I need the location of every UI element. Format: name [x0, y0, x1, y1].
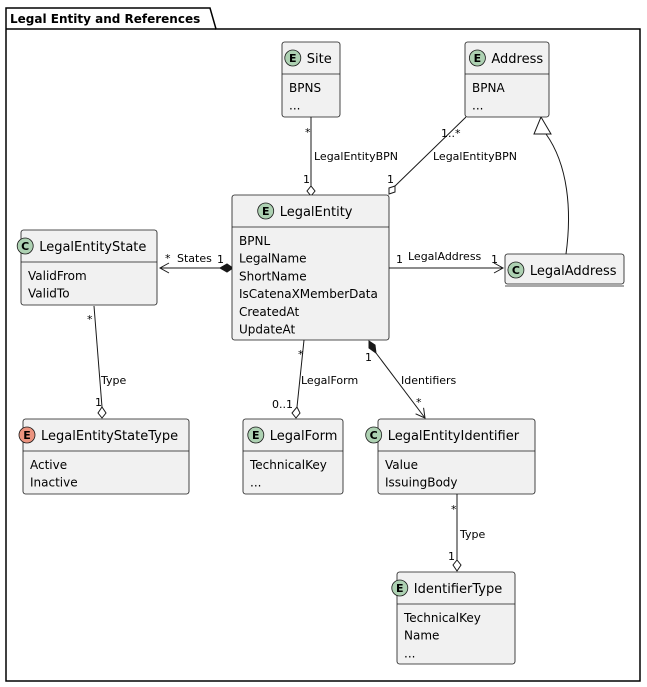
class-attribute: ...: [472, 99, 483, 113]
mult-site-end: *: [305, 126, 311, 139]
class-kind-letter: E: [23, 429, 31, 442]
class-name: LegalEntityIdentifier: [388, 429, 520, 444]
entity-badge-icon: E: [468, 49, 486, 67]
class-attribute: Active: [30, 458, 67, 472]
class-box-legal-form: E LegalFormTechnicalKey...: [242, 418, 344, 495]
class-kind-letter: C: [512, 264, 520, 277]
class-attribute: BPNL: [239, 234, 270, 248]
class-attribute: BPNA: [472, 81, 505, 95]
class-kind-letter: E: [396, 582, 404, 595]
class-name: Address: [491, 52, 543, 67]
class-badge-icon: C: [365, 426, 383, 444]
relation-address-legal-entity: 1..* 1 LegalEntityBPN: [387, 116, 517, 195]
class-attribute: ...: [289, 99, 300, 113]
relation-legal-entity-legal-address: 1 1 LegalAddress: [389, 250, 505, 274]
relation-site-legal-entity: * 1 LegalEntityBPN: [303, 117, 398, 197]
mult-legal-entity-end: 1: [303, 173, 310, 186]
enum-badge-icon: E: [18, 426, 36, 444]
class-box-identifier-type: E IdentifierTypeTechnicalKeyName...: [391, 571, 516, 665]
class-kind-letter: E: [474, 52, 482, 65]
generalization-triangle-icon: [533, 115, 552, 135]
mult-legal-entity-end: 1: [396, 253, 403, 266]
class-attribute: Value: [385, 458, 418, 472]
relation-legal-entity-states: 1 * States: [158, 252, 234, 274]
class-attribute: CreatedAt: [239, 305, 299, 319]
class-attribute: ValidFrom: [28, 269, 87, 283]
class-kind-letter: E: [289, 52, 297, 65]
class-name: LegalEntity: [280, 205, 353, 220]
class-attribute: LegalName: [239, 252, 307, 266]
mult-legal-entity-end: 1: [387, 173, 394, 186]
class-kind-letter: C: [370, 429, 378, 442]
mult-identifier-end: *: [451, 503, 457, 516]
entity-badge-icon: E: [391, 579, 409, 597]
mult-legal-entity-end: 1: [365, 351, 372, 364]
relation-label: LegalEntityBPN: [433, 150, 517, 163]
mult-legal-entity-end: 1: [217, 253, 224, 266]
class-attribute: BPNS: [289, 81, 321, 95]
class-attribute: ...: [404, 646, 415, 660]
class-name: LegalEntityStateType: [41, 429, 178, 444]
package-title: Legal Entity and References: [10, 12, 200, 26]
class-name: LegalForm: [270, 429, 338, 444]
class-badge-icon: C: [507, 261, 525, 279]
mult-address-end: 1..*: [441, 127, 461, 140]
class-attribute: IsCatenaXMemberData: [239, 287, 378, 301]
class-attribute: TechnicalKey: [403, 611, 481, 625]
class-kind-letter: E: [252, 429, 260, 442]
mult-type-end: 1: [448, 550, 455, 563]
relation-label: LegalAddress: [408, 250, 482, 263]
mult-type-end: 1: [95, 396, 102, 409]
class-attribute: ...: [250, 476, 261, 490]
mult-legal-address-end: 1: [491, 253, 498, 266]
relation-legal-address-inherits-address: [533, 115, 569, 255]
class-kind-letter: E: [262, 205, 270, 218]
class-attribute: UpdateAt: [239, 323, 295, 337]
entity-badge-icon: E: [257, 202, 275, 220]
mult-legal-entity-end: *: [298, 348, 304, 361]
class-name: Site: [307, 52, 332, 67]
class-name: IdentifierType: [414, 582, 502, 597]
mult-identifier-end: *: [416, 396, 422, 409]
relation-legal-form: * 0..1 LegalForm: [272, 339, 358, 419]
relation-state-type: * 1 Type: [87, 305, 126, 419]
relation-label: LegalForm: [301, 374, 358, 387]
class-attribute: ShortName: [239, 269, 307, 283]
class-attribute: IssuingBody: [385, 476, 458, 490]
relation-label: Identifiers: [401, 374, 457, 387]
class-box-site: E SiteBPNS...: [281, 41, 341, 118]
entity-badge-icon: E: [284, 49, 302, 67]
mult-legal-form-end: 0..1: [272, 398, 293, 411]
class-kind-letter: C: [21, 240, 29, 253]
relation-identifiers: 1 * Identifiers: [365, 340, 457, 419]
mult-state-end: *: [87, 313, 93, 326]
class-attribute: Inactive: [30, 476, 78, 490]
relation-label: Type: [100, 374, 126, 387]
class-attribute: TechnicalKey: [249, 458, 327, 472]
class-name: LegalAddress: [530, 264, 617, 279]
class-name: LegalEntityState: [39, 240, 146, 255]
class-attribute: Name: [404, 629, 439, 643]
relation-identifier-type: * 1 Type: [448, 494, 485, 572]
mult-state-end: *: [165, 252, 171, 265]
package-frame: Legal Entity and References: [5, 7, 641, 682]
entity-badge-icon: E: [247, 426, 265, 444]
class-box-address: E AddressBPNA...: [464, 41, 550, 118]
relation-label: LegalEntityBPN: [314, 150, 398, 163]
relation-label: States: [177, 252, 212, 265]
class-box-legal-address: C LegalAddress: [504, 253, 625, 287]
class-attribute: ValidTo: [28, 287, 70, 301]
class-badge-icon: C: [16, 237, 34, 255]
relation-label: Type: [459, 528, 485, 541]
